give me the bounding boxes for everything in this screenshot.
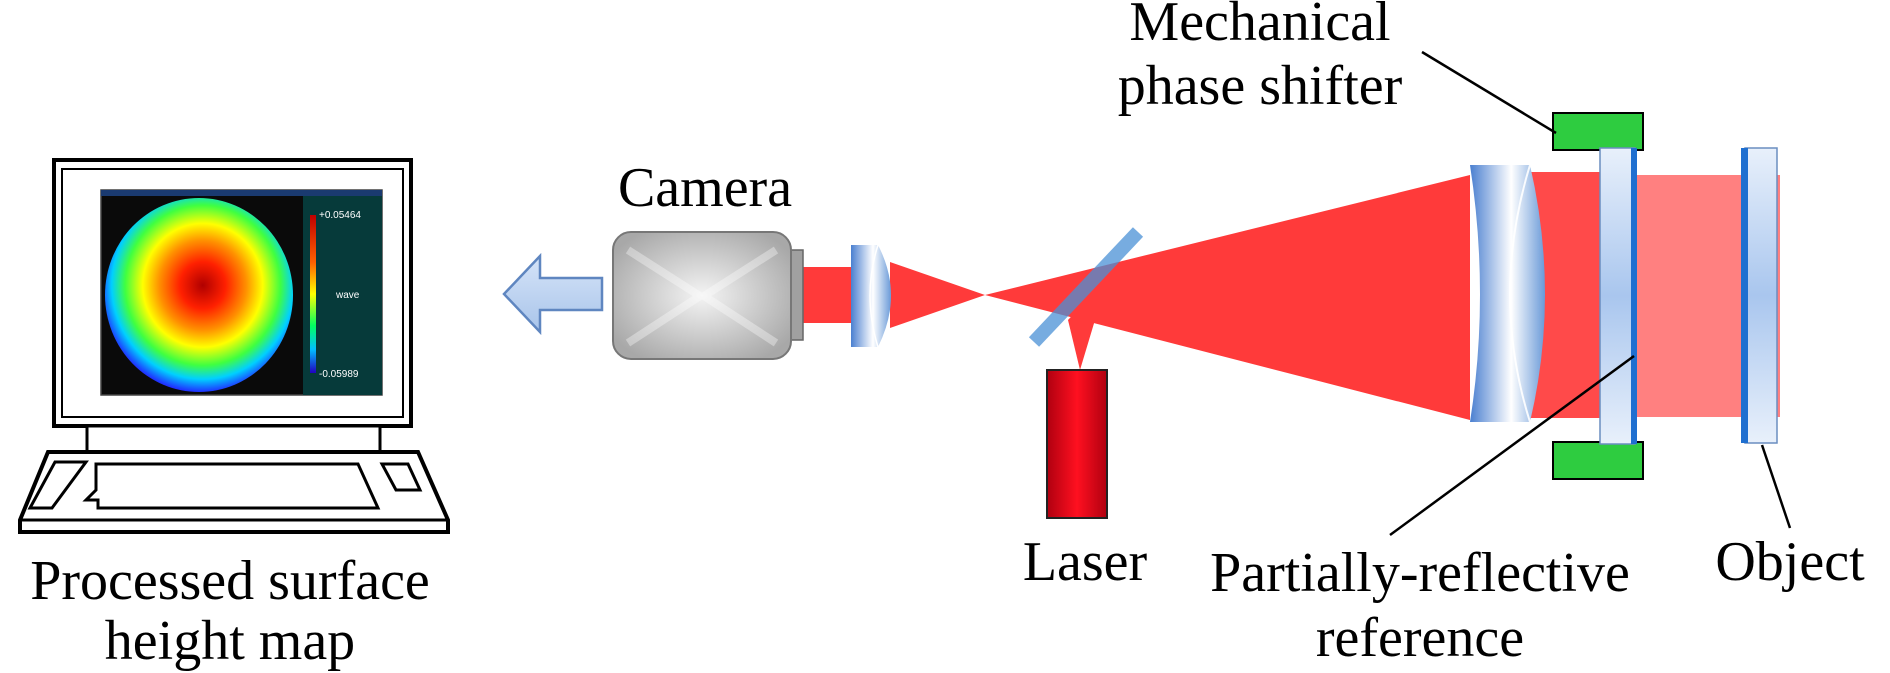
leader-phase-shifter <box>1421 50 1557 135</box>
reference-label-line1: Partially-reflective <box>1210 542 1630 604</box>
reference-coating <box>1631 148 1637 444</box>
phase-shifter-label-line1: Mechanical <box>1129 0 1391 53</box>
object-surface <box>1741 148 1748 443</box>
laser <box>1046 369 1108 519</box>
computer-label-line1: Processed surface <box>30 550 430 612</box>
camera <box>612 231 804 360</box>
object-label: Object <box>1715 531 1865 593</box>
reference-plate <box>1599 147 1636 445</box>
leader-object <box>1760 444 1792 529</box>
reference-label-line2: reference <box>1315 607 1525 669</box>
color-scale-bar <box>310 215 316 373</box>
scale-unit-label: wave <box>335 290 360 301</box>
computer-label-line2: height map <box>104 610 356 672</box>
camera-lens <box>851 244 891 348</box>
laser-output-beam <box>1068 290 1104 370</box>
leader-reference <box>1389 354 1635 537</box>
converging-beam <box>890 262 985 328</box>
diverging-beam <box>985 175 1470 420</box>
data-arrow <box>502 252 604 336</box>
camera-beam <box>800 267 860 323</box>
scale-max-label: +0.05464 <box>319 210 361 221</box>
height-map-display: +0.05464 wave -0.05989 <box>100 189 383 396</box>
shifter-top <box>1552 112 1644 151</box>
scale-min-label: -0.05989 <box>319 369 359 380</box>
phase-shifter-label-line2: phase shifter <box>1117 55 1403 117</box>
beam-splitter <box>1028 227 1144 347</box>
camera-label: Camera <box>617 157 793 219</box>
collimator-lens <box>1470 164 1545 423</box>
height-map-circle <box>105 198 293 392</box>
shifter-bottom <box>1552 441 1644 480</box>
object-plate <box>1744 147 1778 444</box>
laser-label: Laser <box>1022 531 1148 593</box>
